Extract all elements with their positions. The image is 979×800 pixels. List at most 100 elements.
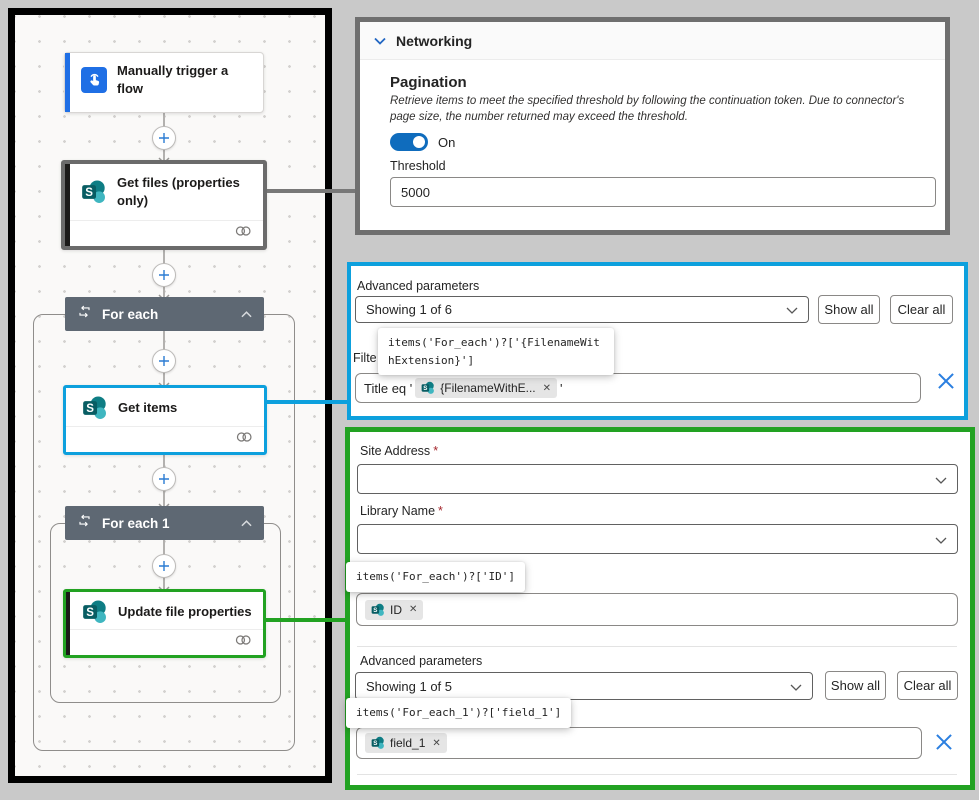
action-card-get-files[interactable]: S Get files (properties only) (61, 160, 267, 250)
required-mark: * (438, 504, 443, 518)
expression-tooltip: items('For_each')?['ID'] (346, 562, 525, 592)
update-file-properties-panel: Site Address* Library Name* S I (345, 427, 975, 790)
arrow-down-icon (158, 151, 170, 165)
action-card-update-file-properties[interactable]: S Update file properties (63, 589, 266, 658)
site-address-dropdown[interactable] (357, 464, 958, 494)
arrow-down-icon (158, 288, 170, 302)
insert-step-button[interactable] (152, 554, 176, 578)
show-all-button[interactable]: Show all (825, 671, 886, 700)
advanced-parameters-dropdown[interactable]: Showing 1 of 5 (355, 672, 813, 700)
sharepoint-icon: S (371, 603, 385, 617)
link-icon (234, 224, 253, 242)
advanced-parameters-label: Advanced parameters (360, 654, 483, 668)
dynamic-content-token[interactable]: S {FilenameWithE... ✕ (415, 378, 558, 398)
dynamic-content-token[interactable]: S field_1 ✕ (365, 733, 447, 753)
insert-step-button[interactable] (152, 349, 176, 373)
required-mark: * (433, 444, 439, 458)
dropdown-chevron-icon (935, 532, 947, 547)
token-label: ID (390, 602, 402, 617)
sharepoint-icon: S (82, 395, 108, 421)
divider (357, 774, 957, 775)
plus-icon (159, 474, 169, 484)
loop-header-for-each-1[interactable]: For each 1 (65, 506, 264, 540)
insert-step-button[interactable] (152, 263, 176, 287)
chevron-up-icon[interactable] (241, 305, 252, 323)
filter-query-label: Filte (353, 351, 377, 365)
advanced-parameters-label: Advanced parameters (357, 279, 480, 293)
trigger-accent-bar (65, 53, 70, 112)
remove-token-icon[interactable]: ✕ (542, 382, 552, 394)
svg-text:S: S (86, 403, 94, 415)
pagination-heading: Pagination (390, 74, 467, 91)
dropdown-chevron-icon (935, 472, 947, 487)
sharepoint-icon: S (371, 736, 385, 750)
node-title: Update file properties (118, 603, 252, 619)
node-title: Manually trigger a flow (117, 63, 229, 96)
arrow-down-icon (158, 497, 170, 511)
expression-tooltip: items('For_each')?['{FilenameWithExtensi… (378, 328, 614, 376)
sharepoint-icon: S (421, 381, 435, 395)
svg-text:S: S (86, 606, 94, 618)
discard-changes-icon[interactable] (935, 733, 953, 751)
insert-step-button[interactable] (152, 467, 176, 491)
chevron-down-icon (374, 32, 386, 50)
dynamic-content-token[interactable]: S ID ✕ (365, 599, 424, 620)
threshold-label: Threshold (390, 159, 446, 174)
token-label: field_1 (390, 736, 426, 750)
remove-token-icon[interactable]: ✕ (432, 737, 441, 749)
pagination-description: Retrieve items to meet the specified thr… (390, 95, 905, 123)
id-input[interactable]: S ID ✕ (356, 593, 958, 626)
sharepoint-icon: S (81, 179, 107, 205)
dropdown-value: Showing 1 of 6 (366, 302, 453, 317)
filter-text-suffix: ' (560, 380, 563, 396)
node-title: Get files (properties only) (117, 175, 240, 208)
filter-query-input[interactable]: Title eq ' S {FilenameWithE... ✕ ' (355, 373, 921, 403)
loop-icon (77, 513, 92, 533)
action-card-get-items[interactable]: S Get items (63, 385, 267, 455)
trigger-card-manually-trigger-a-flow[interactable]: Manually trigger a flow (64, 52, 264, 113)
get-items-parameters-panel: Advanced parameters Showing 1 of 6 Show … (347, 262, 968, 420)
plus-icon (159, 270, 169, 280)
field-1-input[interactable]: S field_1 ✕ (356, 727, 922, 759)
insert-step-button[interactable] (152, 126, 176, 150)
arrow-down-icon (158, 376, 170, 390)
discard-changes-icon[interactable] (937, 372, 955, 390)
toggle-state-label: On (438, 134, 456, 150)
plus-icon (159, 356, 169, 366)
chevron-up-icon[interactable] (241, 514, 252, 532)
library-name-dropdown[interactable] (357, 524, 958, 554)
link-icon (235, 430, 254, 448)
token-label: {FilenameWithE... (440, 381, 536, 395)
card-accent-bar (65, 164, 70, 246)
clear-all-button[interactable]: Clear all (897, 671, 958, 700)
remove-token-icon[interactable]: ✕ (409, 604, 418, 615)
card-accent-bar (66, 592, 70, 655)
svg-text:S: S (373, 740, 377, 747)
manual-trigger-icon (81, 66, 107, 93)
plus-icon (159, 133, 169, 143)
pagination-toggle[interactable] (390, 133, 428, 152)
node-title: Get items (118, 400, 178, 416)
dropdown-chevron-icon (786, 302, 798, 317)
clear-all-button[interactable]: Clear all (890, 295, 953, 324)
advanced-parameters-dropdown[interactable]: Showing 1 of 6 (355, 296, 809, 323)
networking-section-header[interactable]: Networking (360, 22, 945, 60)
loop-title: For each (102, 306, 159, 322)
threshold-input[interactable] (390, 177, 936, 208)
show-all-button[interactable]: Show all (818, 295, 880, 324)
library-name-label: Library Name* (360, 504, 443, 518)
connector-blue-line (267, 400, 347, 404)
connector-gray-line (267, 189, 355, 193)
svg-text:S: S (424, 385, 428, 392)
filter-text-prefix: Title eq ' (364, 380, 413, 396)
expression-tooltip: items('For_each_1')?['field_1'] (346, 698, 572, 728)
site-address-label: Site Address* (360, 444, 439, 458)
networking-title: Networking (396, 32, 473, 49)
svg-text:S: S (85, 187, 93, 199)
dropdown-chevron-icon (790, 679, 802, 694)
loop-icon (77, 304, 92, 324)
divider (357, 646, 957, 647)
svg-text:S: S (373, 607, 377, 614)
loop-header-for-each[interactable]: For each (65, 297, 264, 331)
